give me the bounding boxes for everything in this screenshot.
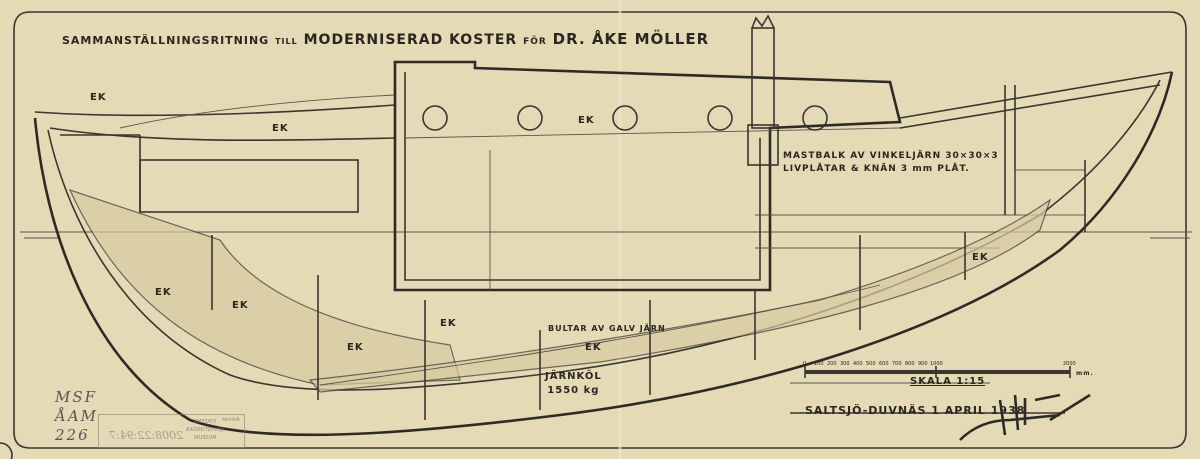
mast-beam-note: MASTBALK AV VINKELJÄRN 30×30×3 LIVPLÅTAR… <box>783 150 999 176</box>
title-part5: DR. ÅKE MÖLLER <box>552 30 710 48</box>
scale-tick: 500 <box>866 361 876 367</box>
title-part1: SAMMANSTÄLLNINGSRITNING <box>62 34 270 47</box>
museum-line1: STATENS <box>194 419 217 425</box>
label-ek: EK <box>155 287 172 298</box>
bolts-label: BULTAR AV GALV JÄRN <box>548 324 666 333</box>
label-ek: EK <box>272 123 289 134</box>
scale-tick: 1000 <box>930 361 943 367</box>
drawing-title: SAMMANSTÄLLNINGSRITNING TILL MODERNISERA… <box>62 30 709 48</box>
scale-tick: 900 <box>918 361 928 367</box>
label-ek: EK <box>972 252 989 263</box>
label-ek: EK <box>347 342 364 353</box>
label-ek: EK <box>578 115 595 126</box>
place-date: SALTSJÖ-DUVNÄS 1 APRIL 1938 <box>805 404 1026 417</box>
archive-line1: MSF <box>55 388 98 406</box>
scale-tick: 400 <box>853 361 863 367</box>
hull-outline <box>33 71 1174 437</box>
scale-tick: 800 <box>905 361 915 367</box>
title-part4: FÖR <box>523 37 547 47</box>
signature <box>959 393 1091 441</box>
scale-tick: 2000 <box>1063 361 1076 367</box>
portholes <box>422 105 828 131</box>
mast-note-line1: MASTBALK AV VINKELJÄRN 30×30×3 <box>783 151 999 161</box>
label-ek: EK <box>90 92 107 103</box>
museum-line3: MUSEUM <box>194 435 217 441</box>
scale-tick: 200 <box>827 361 837 367</box>
scale-tick: 0 <box>803 361 807 367</box>
title-part3: MODERNISERAD KOSTER <box>303 32 518 48</box>
sheet-frame <box>13 0 1187 459</box>
label-ek: EK <box>232 300 249 311</box>
scale-tick: 100 <box>814 361 824 367</box>
scale-tick: 700 <box>892 361 902 367</box>
stamp-number: 2008:22:94:7 <box>109 429 184 442</box>
label-ek: EK <box>585 342 602 353</box>
archive-handwriting: MSF ÅAM 226 <box>55 388 98 445</box>
archive-stamp: Arkivet 2008:22:94:7 <box>98 414 245 448</box>
archive-line3: 226 <box>55 426 90 444</box>
label-ek: EK <box>440 318 457 329</box>
frames <box>211 160 1086 420</box>
mast-note-line2: LIVPLÅTAR & KNÄN 3 mm PLÅT. <box>783 164 970 174</box>
archive-line2: ÅAM <box>55 407 99 425</box>
iron-keel-label: JÄRNKÖL 1550 kg <box>545 370 602 398</box>
stamp-label: Arkivet <box>222 417 240 423</box>
scale-tick: 300 <box>840 361 850 367</box>
keel-line1: JÄRNKÖL <box>545 371 602 382</box>
scale-tick: 600 <box>879 361 889 367</box>
scale-label: SKALA 1:15 <box>910 376 986 387</box>
museum-stamp: STATENS SJÖHISTORISKA MUSEUM <box>186 418 225 442</box>
scale-bar <box>804 366 1071 378</box>
scale-unit: mm. <box>1076 370 1094 377</box>
keel-line2: 1550 kg <box>547 385 600 396</box>
mast <box>747 14 779 166</box>
museum-line2: SJÖHISTORISKA <box>186 427 225 433</box>
title-part2: TILL <box>275 37 298 46</box>
